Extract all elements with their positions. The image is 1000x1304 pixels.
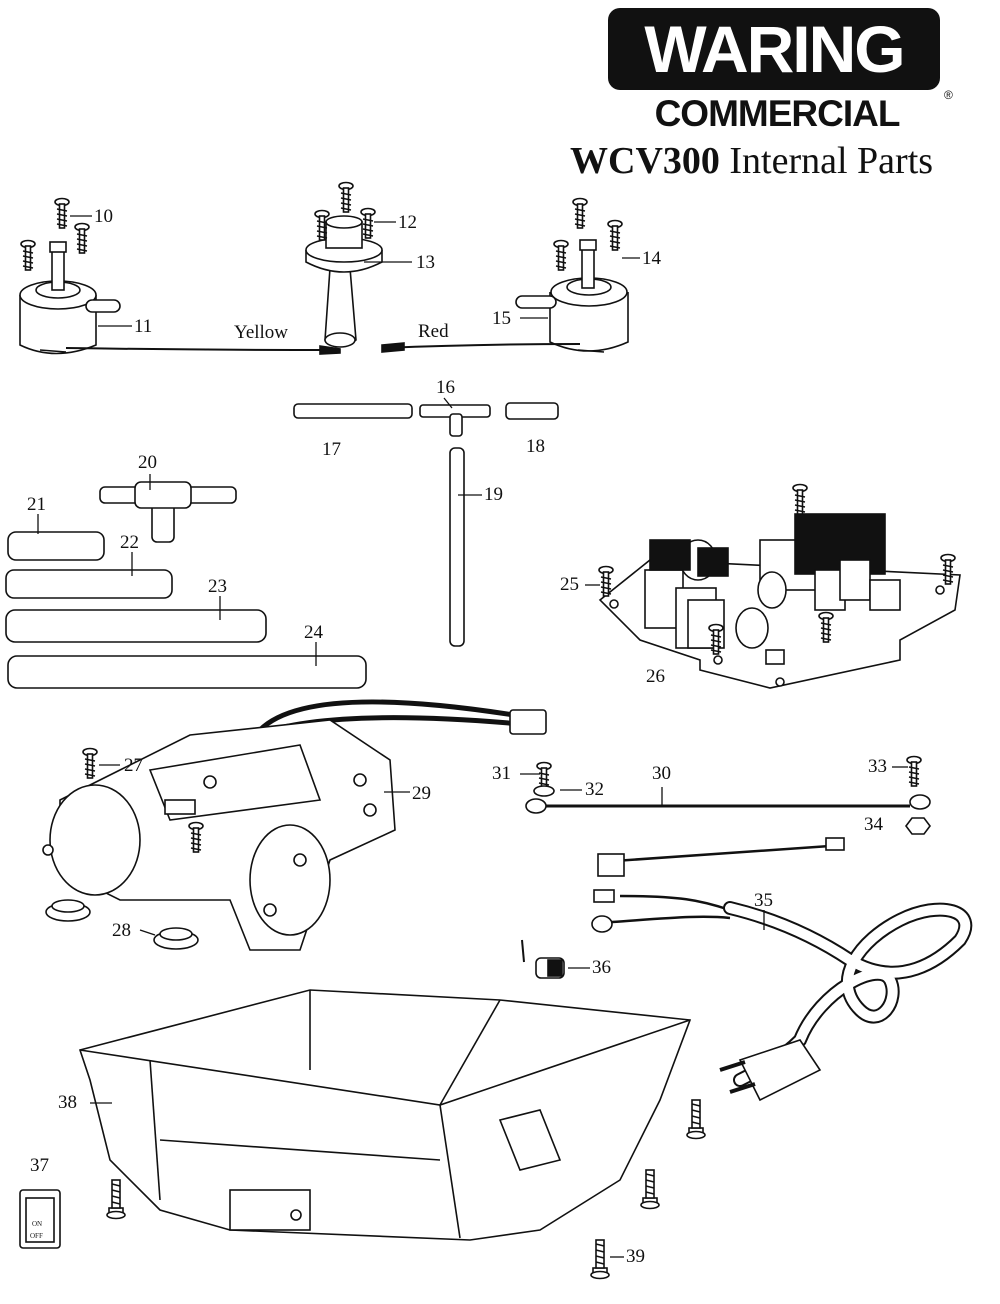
callout-22: 22	[120, 532, 139, 553]
brand-logo-bottom: COMMERCIAL	[654, 93, 901, 134]
ground-wire-30	[525, 794, 931, 814]
callout-35: 35	[754, 890, 773, 911]
switch-on-label: ON	[32, 1220, 42, 1228]
grommet-28-a	[45, 899, 91, 922]
callout-11: 11	[134, 316, 153, 337]
power-cord-35	[591, 837, 973, 1102]
callout-28: 28	[112, 920, 131, 941]
callout-24: 24	[304, 622, 323, 643]
callout-18: 18	[526, 436, 545, 457]
hose-22	[5, 569, 173, 599]
brand-logo-top: WARING	[644, 12, 905, 86]
solenoid-valve-15	[515, 239, 629, 353]
page-title: WCV300 Internal Parts	[570, 138, 980, 184]
tube-18	[505, 402, 559, 420]
callout-33: 33	[868, 756, 887, 777]
model-number: WCV300	[570, 140, 720, 182]
tee-fitting-20	[99, 481, 237, 543]
wire-label-yellow: Yellow	[234, 322, 289, 343]
callout-20: 20	[138, 452, 157, 473]
tube-19	[449, 447, 465, 647]
callout-32: 32	[585, 779, 604, 800]
callout-10: 10	[94, 206, 113, 227]
callout-19: 19	[484, 484, 503, 505]
callout-39: 39	[626, 1246, 645, 1267]
thermal-fuse-36	[521, 939, 565, 979]
vent-valve-13	[305, 215, 383, 348]
rocker-switch-37: ON OFF	[19, 1189, 61, 1249]
brand-logo-badge: WARING	[608, 8, 940, 90]
callout-12: 12	[398, 212, 417, 233]
callout-16: 16	[436, 377, 455, 398]
pump-assembly-29	[42, 699, 547, 951]
callout-21: 21	[27, 494, 46, 515]
wire-label-red: Red	[418, 321, 449, 342]
title-subtitle: Internal Parts	[729, 140, 934, 182]
callout-37: 37	[30, 1155, 49, 1176]
hose-21	[7, 531, 105, 561]
hose-24	[7, 655, 367, 689]
callout-31: 31	[492, 763, 511, 784]
callout-26: 26	[646, 666, 665, 687]
callout-17: 17	[322, 439, 341, 460]
callout-30: 30	[652, 763, 671, 784]
solenoid-valve-11	[19, 241, 121, 355]
callout-13: 13	[416, 252, 435, 273]
callout-27: 27	[124, 755, 143, 776]
callout-29: 29	[412, 783, 431, 804]
grommet-28-b	[153, 927, 199, 950]
callout-14: 14	[642, 248, 661, 269]
tee-fitting-16	[419, 404, 491, 437]
nut-34	[905, 817, 931, 835]
callout-25: 25	[560, 574, 579, 595]
callout-23: 23	[208, 576, 227, 597]
base-housing-38	[78, 989, 692, 1241]
registered-mark: ®	[944, 88, 953, 102]
leader-lines	[37, 215, 908, 1258]
tube-17	[293, 403, 413, 419]
callout-15: 15	[492, 308, 511, 329]
callout-34: 34	[864, 814, 883, 835]
hose-23	[5, 609, 267, 643]
washer-32	[533, 785, 555, 797]
circuit-board-26	[598, 513, 961, 689]
switch-off-label: OFF	[30, 1232, 43, 1240]
callout-38: 38	[58, 1092, 77, 1113]
callout-36: 36	[592, 957, 611, 978]
